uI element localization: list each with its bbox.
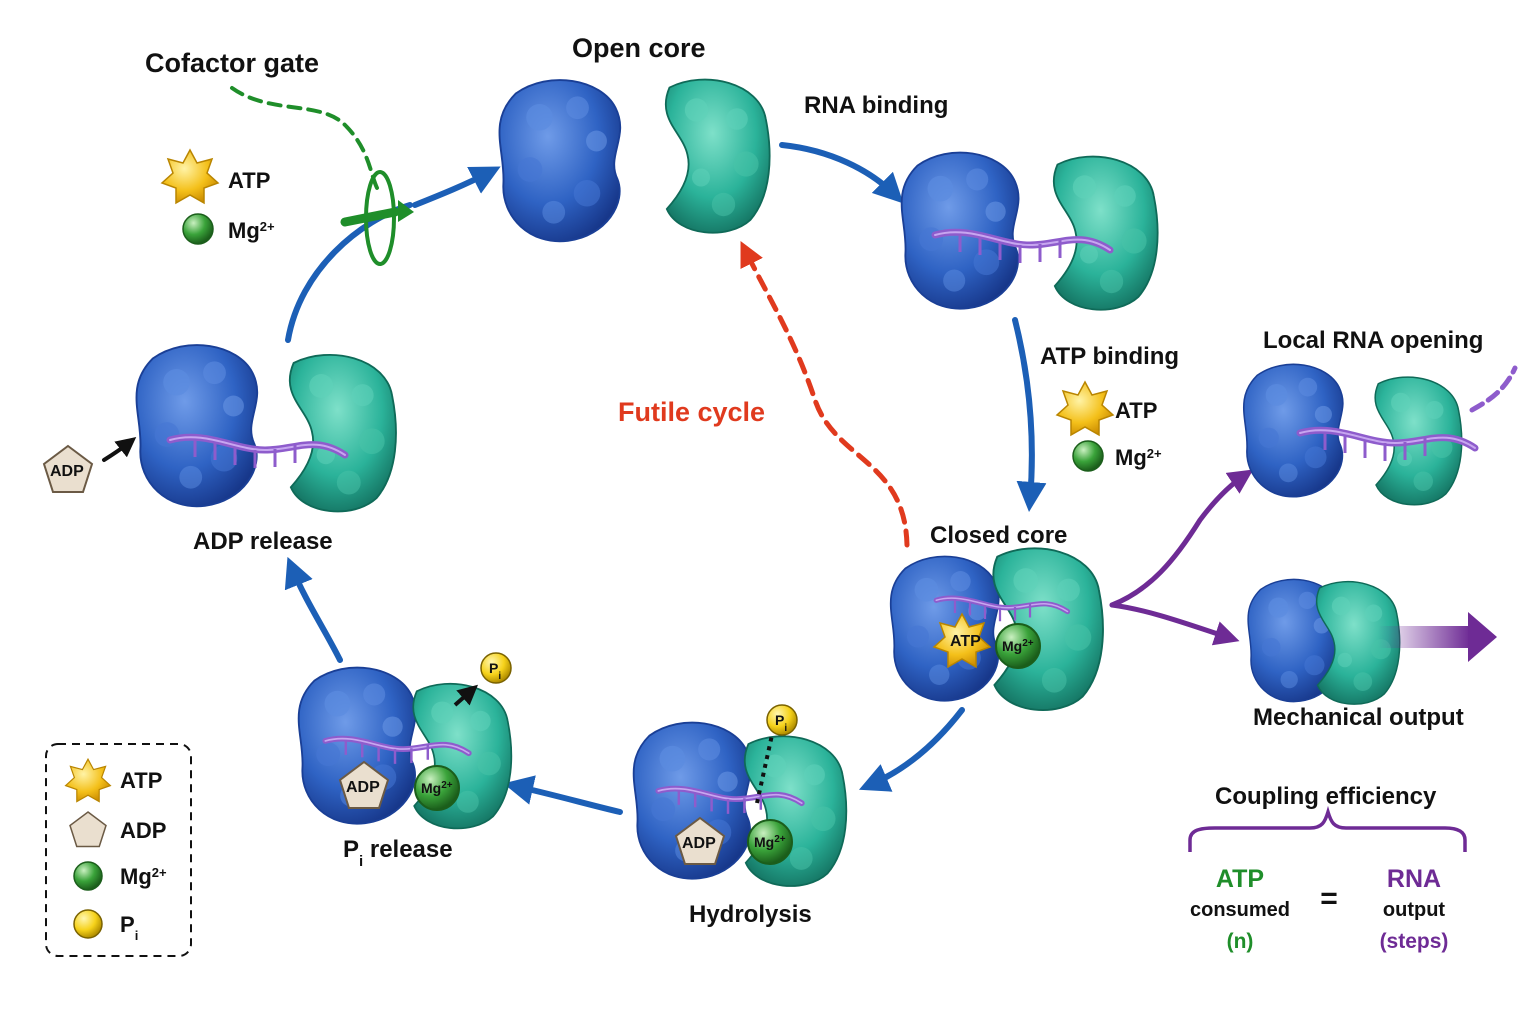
pi-release-mg-chip: Mg2+ [421, 780, 453, 797]
equation-n: (n) [1227, 930, 1254, 953]
open-core-protein [498, 79, 622, 243]
legend-pi-label: Pi [120, 912, 138, 943]
equation-output: output [1383, 899, 1446, 921]
equation-steps: (steps) [1380, 930, 1449, 953]
hydrolysis-adp-chip: ADP [682, 835, 716, 852]
legend-icons [64, 758, 112, 939]
cofactors-right-mg: Mg2+ [1115, 445, 1162, 470]
cofactors-topleft-atp: ATP [228, 168, 270, 193]
mechanical-output-label: Mechanical output [1253, 704, 1464, 731]
futile-cycle-label: Futile cycle [618, 397, 765, 427]
arrow-pi-release-to-adp-release [284, 556, 343, 663]
local-rna-opening-label: Local RNA opening [1263, 327, 1483, 354]
atp-binding-label: ATP binding [1040, 343, 1179, 370]
arrow-closed-to-hydrolysis [858, 707, 965, 792]
equation-equals: = [1320, 882, 1338, 915]
closed-core-atp-chip: ATP [950, 633, 981, 650]
open-core-label: Open core [572, 33, 706, 63]
legend-box [45, 743, 192, 957]
legend-adp-label: ADP [120, 818, 166, 843]
local-rna-opening-protein [1242, 363, 1518, 506]
output-branches [1109, 469, 1254, 646]
cofactors-topleft-mg: Mg2+ [228, 218, 275, 243]
arrow-hydrolysis-to-pi-release [503, 775, 623, 815]
pi-release-protein [297, 652, 513, 830]
legend-atp-label: ATP [120, 768, 162, 793]
hydrolysis-pi-chip: Pi [775, 712, 787, 734]
coupling-brace [1188, 805, 1467, 852]
open-core-teal-domain [664, 78, 771, 234]
hydrolysis-protein [632, 704, 848, 887]
rna-binding-label: RNA binding [804, 92, 948, 119]
arrow-open-to-rna-binding [779, 142, 904, 204]
hydrolysis-label: Hydrolysis [689, 901, 812, 928]
rna-binding-protein [900, 151, 1159, 311]
futile-cycle-arrow [740, 241, 910, 548]
cofactors-right [1056, 381, 1114, 472]
pi-release-label: Pi release [343, 836, 453, 870]
pi-release-adp-chip: ADP [346, 779, 380, 796]
equation-rna-title: RNA [1387, 865, 1441, 893]
arrow-gate-to-open-core [412, 166, 501, 208]
legend-mg-label: Mg2+ [120, 864, 167, 889]
arrow-rna-binding-to-closed [1012, 317, 1047, 512]
closed-core-protein [889, 547, 1104, 712]
hydrolysis-mg-chip: Mg2+ [754, 834, 786, 851]
coupling-efficiency-label: Coupling efficiency [1215, 783, 1437, 810]
adp-release-label: ADP release [193, 528, 333, 555]
cofactors-topleft [161, 149, 219, 245]
adp-release-protein [43, 344, 397, 513]
pi-release-pi-chip: Pi [489, 660, 501, 682]
closed-core-mg-chip: Mg2+ [1002, 638, 1034, 655]
cofactor-gate-label: Cofactor gate [145, 48, 319, 78]
cofactors-right-atp: ATP [1115, 398, 1157, 423]
cofactor-gate-symbol [230, 86, 414, 266]
closed-core-label: Closed core [930, 522, 1067, 549]
equation-consumed: consumed [1190, 899, 1290, 921]
mechanical-output-protein [1247, 578, 1497, 705]
adp-release-adp-chip: ADP [50, 463, 84, 480]
equation-atp-title: ATP [1216, 865, 1264, 893]
